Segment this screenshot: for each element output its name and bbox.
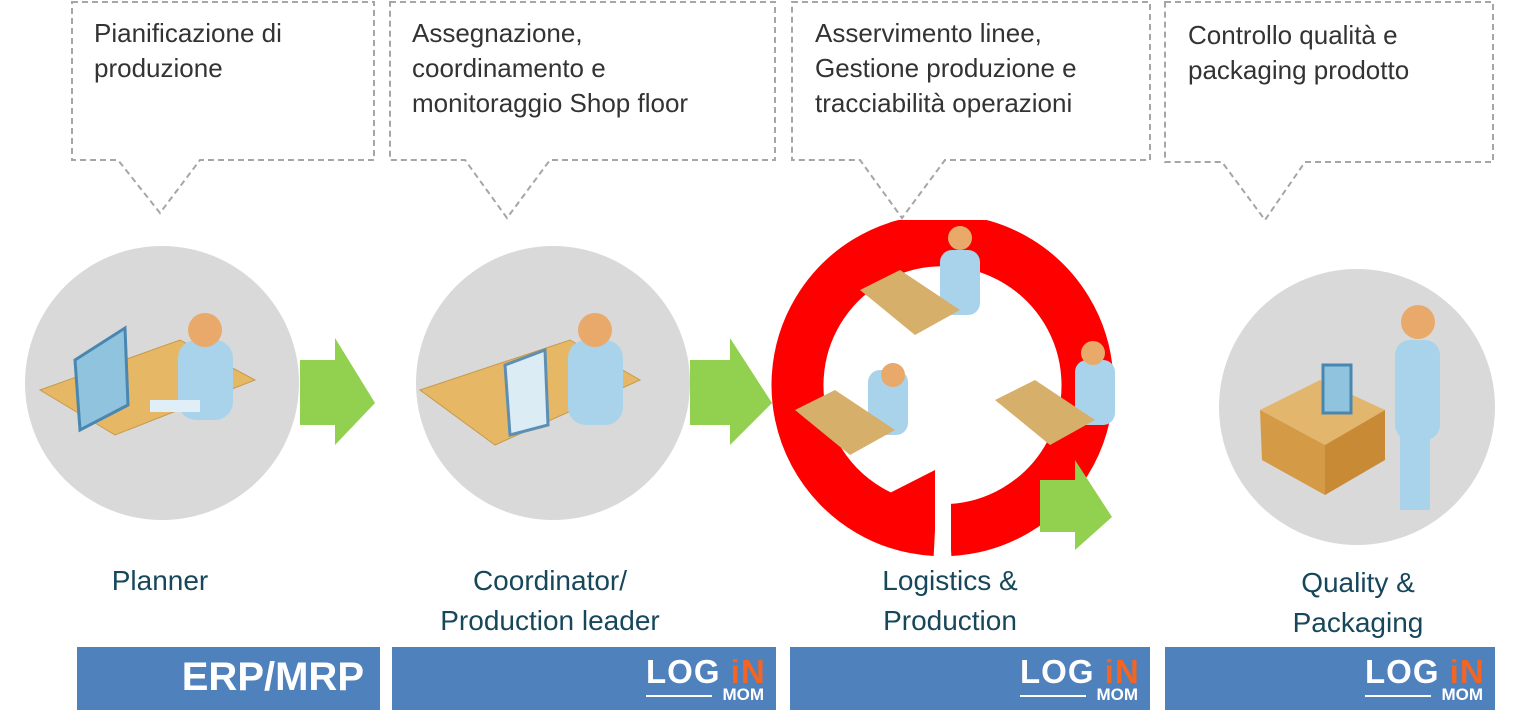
role-coordinator: Coordinator/ Production leader <box>400 561 700 641</box>
illustrations <box>25 220 1495 556</box>
role-line: Coordinator/ <box>472 565 628 596</box>
callout-line: Gestione produzione e <box>815 53 1077 83</box>
callout-line: produzione <box>94 53 223 83</box>
planner-icon <box>38 313 257 436</box>
callout-planning: Pianificazione di produzione <box>94 16 282 86</box>
callout-quality: Controllo qualità e packaging prodotto <box>1188 18 1409 88</box>
callout-line: Controllo qualità e <box>1188 20 1398 50</box>
green-arrow-2 <box>690 338 772 445</box>
callout-line: packaging prodotto <box>1188 55 1410 85</box>
login-mom-bar: LOG iN MOM <box>392 647 776 710</box>
role-logistics: Logistics & Production <box>820 561 1080 641</box>
login-mom-bar: LOG iN MOM <box>1165 647 1495 710</box>
erp-bar: ERP/MRP <box>77 647 380 710</box>
role-line: Production <box>883 605 1017 636</box>
role-line: Logistics & <box>882 565 1018 596</box>
role-line: Quality & <box>1301 567 1415 598</box>
coordinator-icon <box>418 313 642 446</box>
callout-box-production <box>791 1 1151 220</box>
role-line: Production leader <box>440 605 660 636</box>
callout-box-coordination <box>389 1 776 220</box>
green-arrow-1 <box>300 338 375 445</box>
callout-line: coordinamento e <box>412 53 606 83</box>
role-planner: Planner <box>60 561 260 601</box>
callout-line: Assegnazione, <box>412 18 583 48</box>
green-arrow-3 <box>1040 460 1112 550</box>
callout-box-quality <box>1164 1 1494 222</box>
callout-production: Asservimento linee, Gestione produzione … <box>815 16 1077 121</box>
quality-icon <box>1260 305 1440 510</box>
erp-label: ERP/MRP <box>181 655 364 699</box>
callout-line: Pianificazione di <box>94 18 282 48</box>
login-mom-bar: LOG iN MOM <box>790 647 1150 710</box>
role-quality: Quality & Packaging <box>1230 563 1486 643</box>
login-mom-logo: LOG iN MOM <box>646 653 766 704</box>
callout-coordination: Assegnazione, coordinamento e monitoragg… <box>412 16 688 121</box>
role-line: Planner <box>111 565 209 596</box>
callout-outlines <box>71 1 1494 222</box>
callout-line: tracciabilità operazioni <box>815 88 1073 118</box>
production-cycle-icon <box>771 220 1115 556</box>
callout-line: monitoraggio Shop floor <box>412 88 689 118</box>
callout-line: Asservimento linee, <box>815 18 1042 48</box>
login-mom-logo: LOG iN MOM <box>1365 653 1485 704</box>
login-mom-logo: LOG iN MOM <box>1020 653 1140 704</box>
role-line: Packaging <box>1292 607 1424 638</box>
